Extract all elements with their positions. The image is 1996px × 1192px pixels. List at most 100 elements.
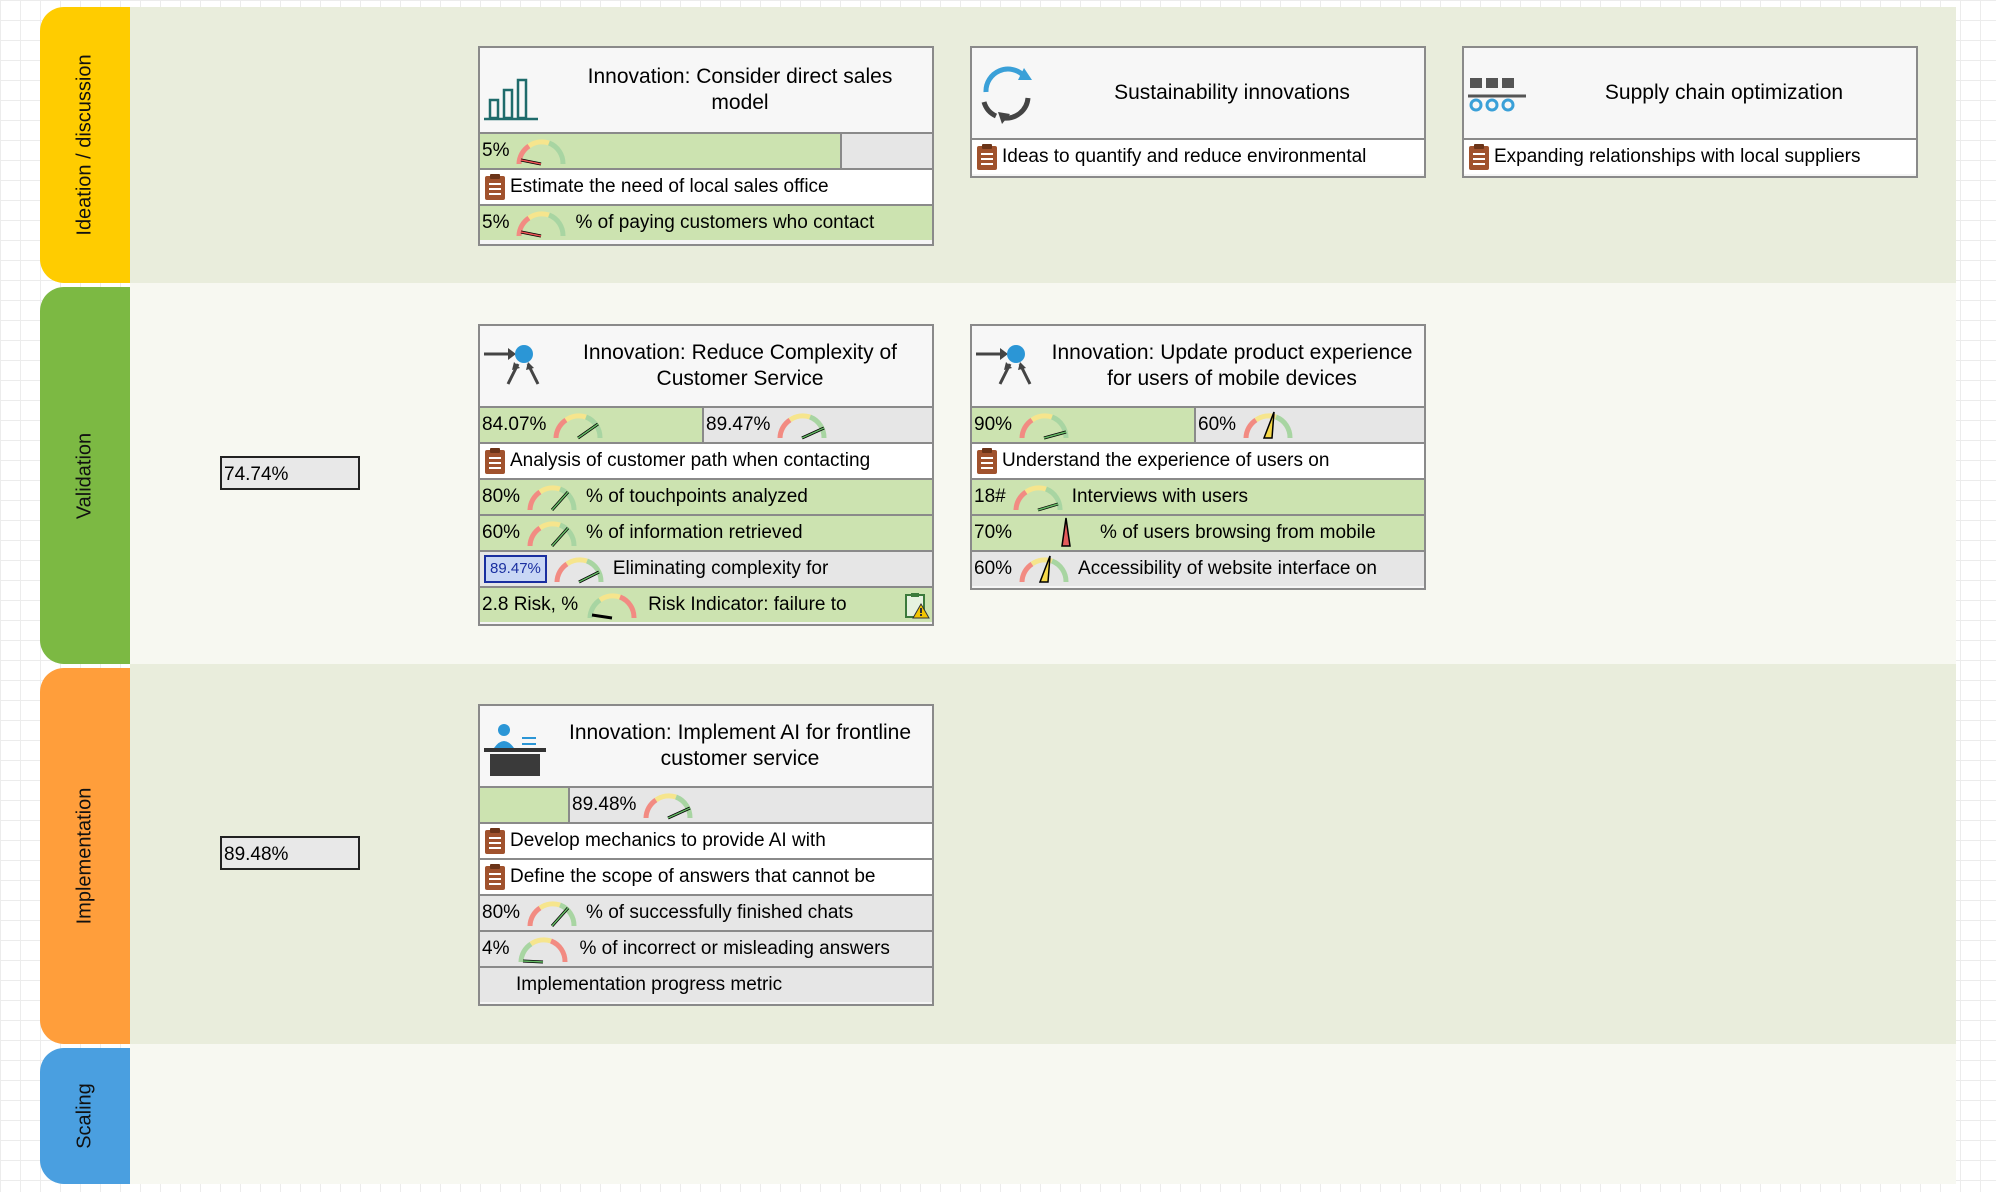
task-text: Ideas to quantify and reduce environment… (1002, 146, 1367, 167)
process-arrows-icon (974, 340, 1034, 399)
lane-label-scaling[interactable]: Scaling (40, 1048, 130, 1184)
support-desk-icon (482, 716, 548, 785)
progress-fill (480, 788, 570, 822)
progress-value: 89.47% (706, 414, 771, 435)
kpi-text: % of touchpoints analyzed (586, 486, 808, 507)
kpi-row[interactable]: 70% % of users browsing from mobile (972, 516, 1424, 552)
kpi-text: Interviews with users (1071, 486, 1249, 507)
gauge-icon (640, 788, 696, 822)
card-mobile-experience[interactable]: Innovation: Update product experience fo… (970, 324, 1426, 590)
task-text: Expanding relationships with local suppl… (1494, 146, 1861, 167)
task-text: Define the scope of answers that cannot … (510, 866, 876, 887)
card-reduce-complexity[interactable]: Innovation: Reduce Complexity of Custome… (478, 324, 934, 626)
kpi-value-badge[interactable]: 89.47% (484, 555, 547, 583)
card-title: Sustainability innovations (1114, 81, 1350, 104)
progress-split-row: 89.48% (480, 788, 932, 824)
kpi-text: % of incorrect or misleading answers (579, 938, 890, 959)
clipboard-icon (484, 827, 506, 855)
kpi-value: 80% (482, 486, 521, 507)
task-row[interactable]: Understand the experience of users on (972, 444, 1424, 480)
card-title: Innovation: Reduce Complexity of Custome… (582, 341, 897, 390)
gauge-icon (550, 408, 606, 442)
kpi-row[interactable]: 89.47% Eliminating complexity for (480, 552, 932, 588)
card-title: Innovation: Implement AI for frontline c… (568, 721, 912, 770)
implementation-summary-value[interactable]: 89.48% (220, 836, 360, 870)
warning-clipboard-icon[interactable] (904, 592, 930, 620)
lane-implementation-bg (130, 664, 1956, 1044)
task-text: Estimate the need of local sales office (510, 176, 829, 197)
kpi-value: 60% (482, 522, 521, 543)
kpi-value: 80% (482, 902, 521, 923)
lane-scaling-bg (130, 1044, 1956, 1184)
gauge-icon (1016, 555, 1072, 586)
kpi-text: % of paying customers who contact (575, 212, 875, 233)
progress-row: 5% (480, 134, 932, 170)
bar-chart-icon (482, 72, 542, 127)
clipboard-icon (1468, 143, 1490, 171)
card-title: Innovation: Consider direct sales model (587, 65, 893, 114)
conveyor-icon (1466, 74, 1536, 121)
kpi-row[interactable]: 60% Accessibility of website interface o… (972, 552, 1424, 586)
clipboard-icon (976, 447, 998, 475)
clipboard-icon (976, 143, 998, 171)
gauge-icon (524, 480, 580, 514)
risk-value: 2.8 Risk, % (482, 594, 579, 615)
gauge-icon (518, 937, 568, 964)
task-row[interactable]: Develop mechanics to provide AI with (480, 824, 932, 860)
validation-summary-value[interactable]: 74.74% (220, 456, 360, 490)
card-title: Supply chain optimization (1604, 81, 1844, 104)
task-text: Analysis of customer path when contactin… (510, 450, 871, 471)
process-arrows-icon (482, 340, 542, 399)
card-sustainability[interactable]: Sustainability innovations Ideas to quan… (970, 46, 1426, 178)
task-row[interactable]: Estimate the need of local sales office (480, 170, 932, 206)
progress-value: 90% (974, 414, 1013, 435)
card-title: Innovation: Update product experience fo… (1051, 341, 1413, 390)
lane-title: Ideation / discussion (73, 54, 96, 236)
kpi-row[interactable]: 80% % of touchpoints analyzed (480, 480, 932, 516)
task-text: Develop mechanics to provide AI with (510, 830, 826, 851)
card-supply-chain[interactable]: Supply chain optimization Expanding rela… (1462, 46, 1918, 178)
lane-label-implementation[interactable]: Implementation (40, 668, 130, 1044)
gauge-icon (513, 134, 569, 168)
progress-value: 5% (482, 140, 510, 161)
gauge-icon (1240, 411, 1296, 442)
kpi-text: Accessibility of website interface on (1078, 558, 1377, 579)
lane-title: Scaling (73, 1083, 96, 1149)
lane-title: Implementation (73, 787, 96, 925)
kpi-text: % of successfully finished chats (586, 902, 854, 923)
clipboard-icon (484, 447, 506, 475)
kpi-value: 60% (974, 558, 1013, 579)
task-row[interactable]: Define the scope of answers that cannot … (480, 860, 932, 896)
risk-gauge-icon (587, 593, 637, 620)
risk-row[interactable]: 2.8 Risk, % Risk Indicator: failure to (480, 588, 932, 622)
kpi-row[interactable]: 80% % of successfully finished chats (480, 896, 932, 932)
card-direct-sales[interactable]: Innovation: Consider direct sales model … (478, 46, 934, 246)
card-ai-frontline[interactable]: Innovation: Implement AI for frontline c… (478, 704, 934, 1006)
kpi-value: 18# (974, 486, 1006, 507)
lane-label-ideation[interactable]: Ideation / discussion (40, 7, 130, 283)
risk-text: Risk Indicator: failure to (648, 594, 847, 615)
metric-row[interactable]: Implementation progress metric (480, 968, 932, 1002)
task-row[interactable]: Ideas to quantify and reduce environment… (972, 140, 1424, 174)
kpi-row[interactable]: 60% % of information retrieved (480, 516, 932, 552)
kpi-text: % of users browsing from mobile (1100, 522, 1376, 543)
kpi-row[interactable]: 5% % of paying customers who contact (480, 206, 932, 240)
kpi-text: % of information retrieved (586, 522, 803, 543)
gauge-icon (1010, 480, 1066, 514)
task-text: Understand the experience of users on (1002, 450, 1330, 471)
metric-text: Implementation progress metric (516, 974, 783, 995)
task-row[interactable]: Expanding relationships with local suppl… (1464, 140, 1916, 174)
progress-value: 60% (1198, 414, 1237, 435)
progress-split-row: 90% 60% (972, 408, 1424, 444)
clipboard-icon (484, 173, 506, 201)
gauge-icon (524, 516, 580, 550)
task-row[interactable]: Analysis of customer path when contactin… (480, 444, 932, 480)
gauge-icon (551, 552, 607, 586)
gauge-icon (524, 896, 580, 930)
progress-split-row: 84.07% 89.47% (480, 408, 932, 444)
kpi-row[interactable]: 4% % of incorrect or misleading answers (480, 932, 932, 968)
gauge-icon (513, 206, 569, 240)
lane-label-validation[interactable]: Validation (40, 287, 130, 664)
cycle-arrows-icon (974, 62, 1040, 133)
kpi-row[interactable]: 18# Interviews with users (972, 480, 1424, 516)
